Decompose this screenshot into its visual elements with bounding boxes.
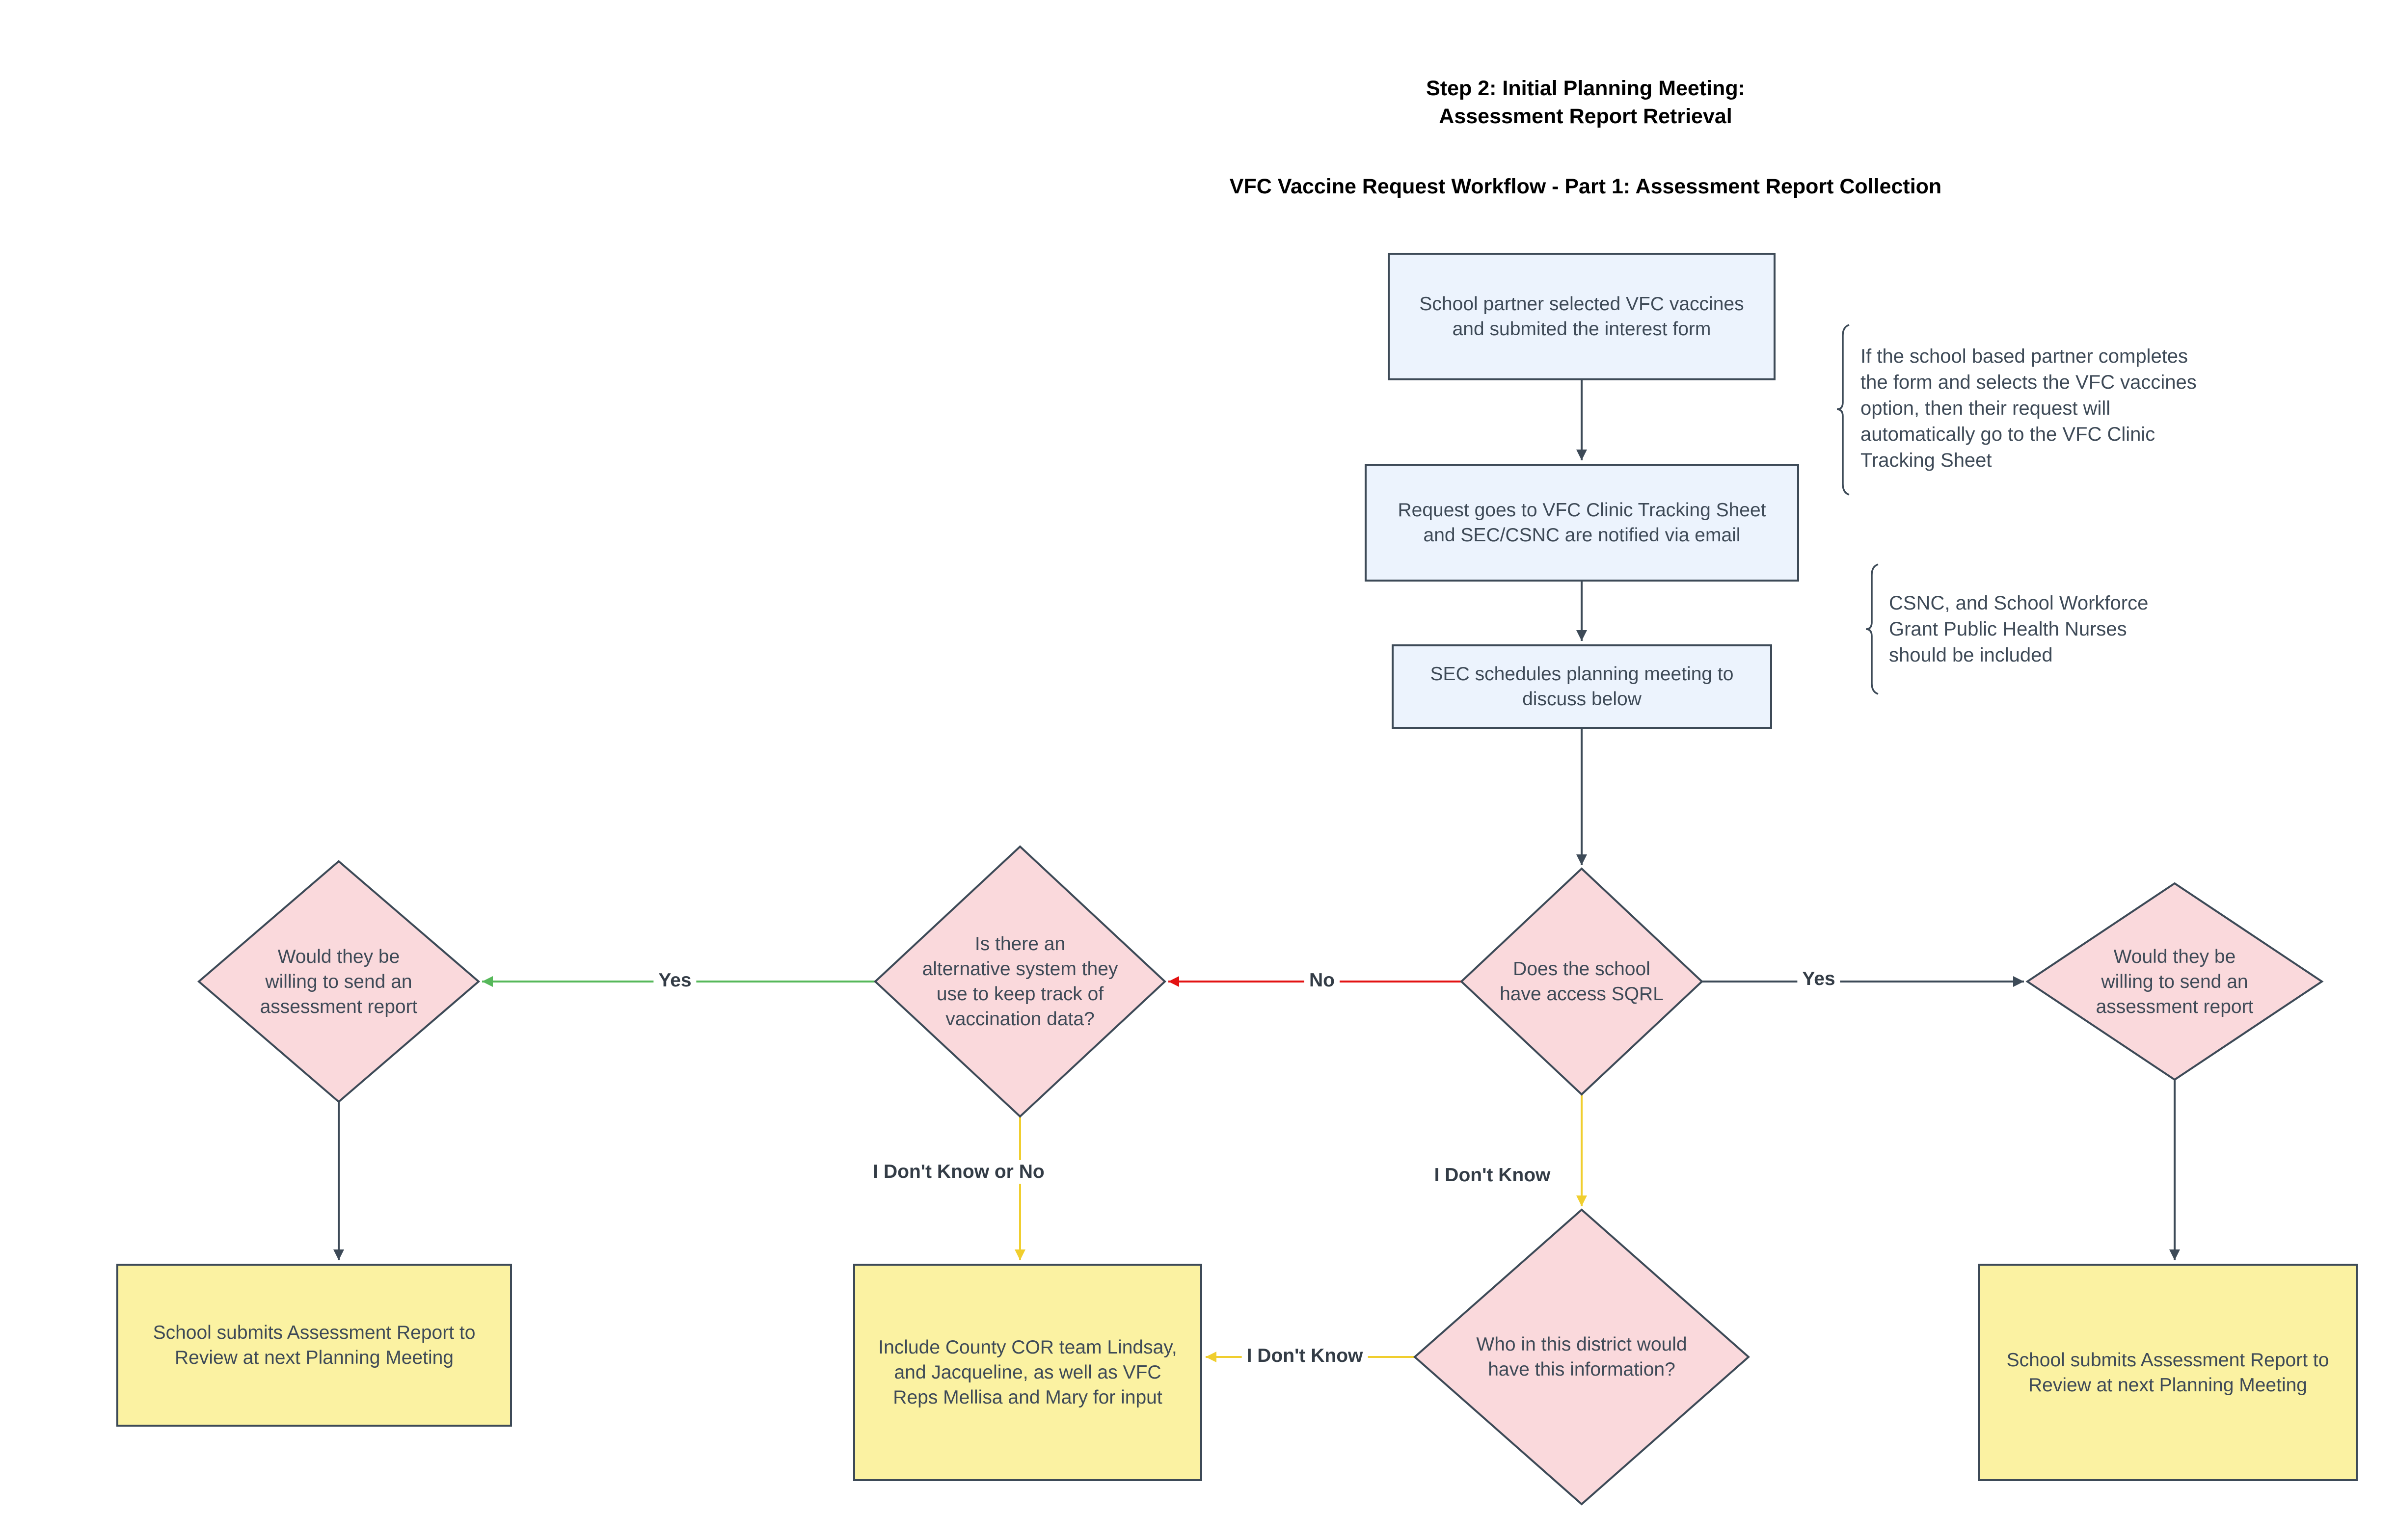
decision-text-line: assessment report [260,996,418,1017]
decision-text-who-in-district: Who in this district would have this inf… [1415,1210,1749,1504]
outcome-node-text-line: Review at next Planning Meeting [175,1347,454,1368]
page-title-line2: Assessment Report Retrieval [1439,105,1732,128]
decision-text-line: have this information? [1488,1359,1675,1380]
decision-diamond-willing-left [197,860,481,1103]
decision-text-line: Would they be [2113,946,2236,967]
decision-text-line: assessment report [2096,996,2254,1017]
process-node-text-line: and submited the interest form [1452,319,1711,340]
note-text-line: the form and selects the VFC vaccines [1860,372,2197,393]
note-text-line: Tracking Sheet [1860,450,1992,471]
note-csnc-included: CSNC, and School Workforce Grant Public … [1889,590,2233,668]
decision-diamond-willing-right [2025,882,2324,1081]
outcome-node-include-team: Include County COR team Lindsay, and Jac… [853,1264,1202,1481]
workflow-subtitle: VFC Vaccine Request Workflow - Part 1: A… [1229,175,1942,198]
note-text-line: If the school based partner completes [1860,345,2188,367]
note-text-line: option, then their request will [1860,398,2111,419]
edge-label-no: No [1304,969,1340,992]
decision-text-line: vaccination data? [945,1009,1095,1030]
outcome-node-text-line: Review at next Planning Meeting [2028,1374,2307,1396]
decision-text-alternative-system: Is there an alternative system they use … [875,847,1165,1116]
decision-diamond-who-in-district [1413,1208,1751,1506]
decision-text-willing-right: Would they be willing to send an assessm… [2027,883,2322,1080]
process-node-text-line: discuss below [1522,689,1642,710]
outcome-node-text-line: Reps Mellisa and Mary for input [893,1387,1162,1408]
page-title-line1: Step 2: Initial Planning Meeting: [1426,77,1745,100]
process-node-text-line: Request goes to VFC Clinic Tracking Shee… [1398,500,1766,521]
process-node-tracking-sheet: Request goes to VFC Clinic Tracking Shee… [1365,464,1799,582]
curly-brace-icon [1865,563,1879,695]
decision-text-access-sqrl: Does the school have access SQRL [1461,869,1702,1094]
decision-text-line: use to keep track of [936,983,1104,1005]
edge-label-idk-bottom: I Don't Know [1241,1344,1368,1368]
outcome-node-submit-report-left: School submits Assessment Report to Revi… [116,1264,512,1427]
note-text-line: automatically go to the VFC Clinic [1860,424,2155,445]
note-text-line: Grant Public Health Nurses [1889,618,2127,640]
process-node-text-line: SEC schedules planning meeting to [1430,664,1734,685]
process-node-interest-form: School partner selected VFC vaccines and… [1388,253,1776,380]
edge-label-yes-right: Yes [1797,967,1840,991]
outcome-node-text-line: and Jacqueline, as well as VFC [894,1362,1161,1383]
edge-label-idk-or-no: I Don't Know or No [868,1160,1050,1184]
process-node-text-line: School partner selected VFC vaccines [1419,293,1744,315]
note-text-line: CSNC, and School Workforce [1889,592,2149,614]
curly-brace-icon [1836,324,1850,496]
edge-label-idk-center: I Don't Know [1429,1164,1556,1187]
decision-text-line: have access SQRL [1500,983,1664,1005]
decision-text-line: Would they be [277,946,400,967]
decision-text-line: Does the school [1513,958,1650,980]
outcome-node-text-line: School submits Assessment Report to [2006,1349,2329,1371]
decision-diamond-access-sqrl [1460,867,1703,1096]
decision-text-willing-left: Would they be willing to send an assessm… [199,861,479,1102]
decision-text-line: willing to send an [265,971,412,992]
note-form-auto-tracking: If the school based partner completes th… [1860,344,2273,474]
process-node-text-line: and SEC/CSNC are notified via email [1423,525,1741,546]
decision-text-line: Who in this district would [1476,1334,1687,1355]
page-title: Step 2: Initial Planning Meeting: Assess… [1222,75,1949,131]
decision-text-line: alternative system they [922,958,1118,980]
outcome-node-text-line: Include County COR team Lindsay, [878,1337,1177,1358]
decision-text-line: willing to send an [2101,971,2248,992]
outcome-node-submit-report-right: School submits Assessment Report to Revi… [1978,1264,2358,1481]
outcome-node-text-line: School submits Assessment Report to [153,1322,476,1343]
note-text-line: should be included [1889,644,2053,666]
decision-diamond-alternative-system [874,845,1166,1118]
decision-text-line: Is there an [974,933,1066,955]
process-node-planning-meeting: SEC schedules planning meeting to discus… [1392,644,1772,729]
edge-label-yes-left: Yes [653,969,697,992]
